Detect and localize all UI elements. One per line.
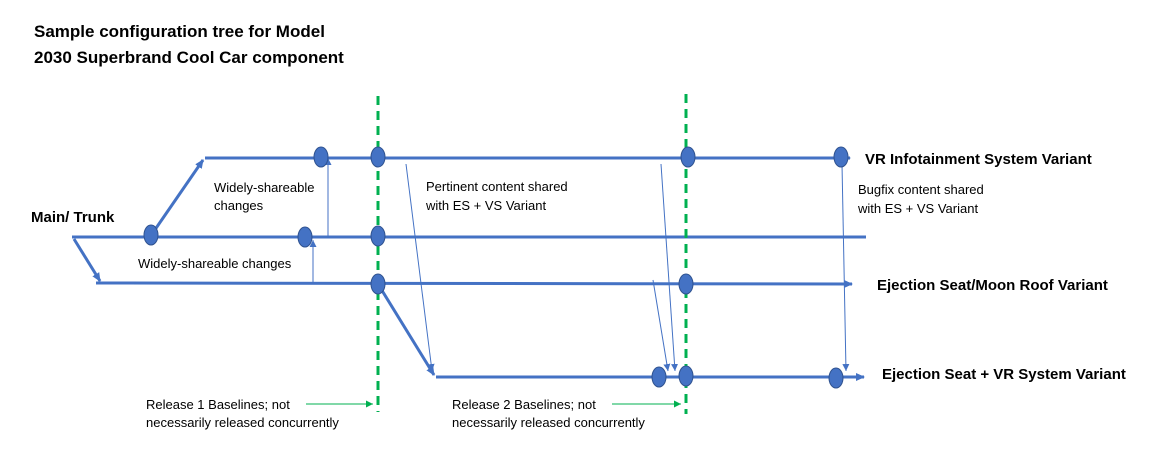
pertinent-content-line2: with ES + VS Variant — [425, 198, 546, 213]
es-vr-branch-fork — [376, 283, 436, 376]
merge-arrow-main-to-vr — [313, 158, 332, 238]
vr-branch-fork — [150, 159, 205, 235]
release1-note-line2: necessarily released concurrently — [146, 415, 339, 430]
commit-node — [833, 146, 849, 168]
release2-note-line2: necessarily released concurrently — [452, 415, 645, 430]
merge-arrow-es-to-main — [278, 240, 317, 284]
widely-shareable-upper-line2: changes — [214, 198, 264, 213]
es-mr-branch-label: Ejection Seat/Moon Roof Variant — [877, 277, 1108, 294]
diagram-title-line1: Sample configuration tree for Model — [34, 22, 325, 41]
baseline-node — [370, 146, 386, 168]
merge-arrow-pertinent — [405, 163, 435, 372]
commit-node — [143, 224, 159, 246]
pertinent-content-line1: Pertinent content shared — [426, 179, 568, 194]
es-mr-branch-fork — [72, 238, 102, 282]
merge-arrow-esmr-to-esvr — [652, 279, 671, 372]
bugfix-content-line1: Bugfix content shared — [858, 182, 984, 197]
vr-branch-label: VR Infotainment System Variant — [865, 151, 1092, 168]
commit-node — [297, 226, 313, 248]
baseline-node — [370, 225, 386, 247]
diagram-title-line2: 2030 Superbrand Cool Car component — [34, 48, 344, 67]
merge-arrow-bugfix — [841, 163, 850, 372]
commit-node — [651, 366, 667, 388]
baseline-node — [678, 273, 694, 295]
merge-arrow-vr-to-esvr — [660, 163, 679, 372]
widely-shareable-upper-line1: Widely-shareable — [214, 180, 314, 195]
baseline-node — [680, 146, 696, 168]
es-mr-branch-line — [95, 279, 853, 288]
release2-note-line1: Release 2 Baselines; not — [452, 397, 596, 412]
baseline-node — [370, 273, 386, 295]
widely-shareable-lower: Widely-shareable changes — [138, 256, 292, 271]
bugfix-content-line2: with ES + VS Variant — [857, 201, 978, 216]
main-trunk-label: Main/ Trunk — [31, 209, 115, 226]
es-vr-branch-label: Ejection Seat + VR System Variant — [882, 366, 1126, 383]
release1-note-line1: Release 1 Baselines; not — [146, 397, 290, 412]
baseline-node — [678, 365, 694, 387]
commit-node — [828, 367, 844, 389]
commit-node — [313, 146, 329, 168]
